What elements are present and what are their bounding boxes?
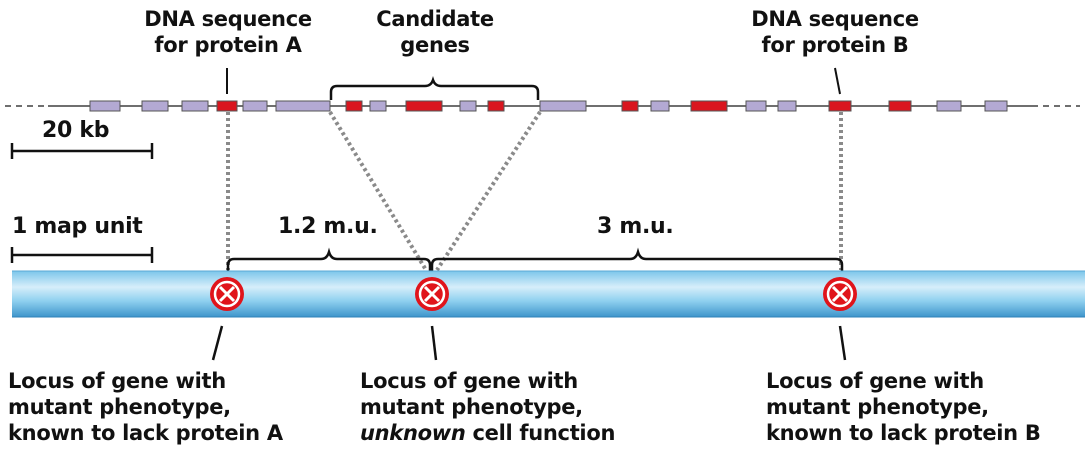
gene-lavender bbox=[539, 100, 587, 112]
gene-red bbox=[888, 100, 912, 112]
protein-b-pointer bbox=[834, 67, 841, 95]
distance-right-label: 3 m.u. bbox=[597, 214, 674, 239]
gene-lavender bbox=[650, 100, 670, 112]
gene-candidate-lavender bbox=[369, 100, 387, 112]
locus-a-label: Locus of gene with mutant phenotype, kno… bbox=[8, 369, 283, 445]
gene-lavender bbox=[275, 100, 331, 112]
gene-red bbox=[621, 100, 639, 112]
distance-left-label: 1.2 m.u. bbox=[278, 214, 378, 239]
gene-lavender bbox=[141, 100, 169, 112]
candidate-genes-brace bbox=[329, 76, 540, 100]
locus-a-pointer bbox=[211, 325, 224, 361]
gene-protein-b bbox=[828, 100, 852, 112]
map-unit-scale-bar bbox=[10, 247, 154, 263]
candidate-genes-label: Candidate genes bbox=[376, 7, 494, 57]
gene-candidate-red bbox=[345, 100, 363, 112]
dotted-mapping-lines bbox=[226, 110, 843, 272]
locus-unknown-label: Locus of gene with mutant phenotype, unk… bbox=[360, 369, 616, 445]
protein-b-sequence-label: DNA sequence for protein B bbox=[751, 7, 919, 57]
gene-lavender bbox=[777, 100, 797, 112]
locus-marker-b bbox=[823, 277, 857, 311]
distance-brace-left bbox=[226, 247, 432, 272]
gene-blocks bbox=[89, 100, 1008, 112]
unknown-emphasis: unknown bbox=[360, 421, 466, 445]
gene-candidate-red bbox=[405, 100, 443, 112]
gene-lavender bbox=[181, 100, 209, 112]
gene-candidate-red bbox=[487, 100, 505, 112]
gene-candidate-lavender bbox=[459, 100, 477, 112]
gene-lavender bbox=[984, 100, 1008, 112]
locus-marker-unknown bbox=[415, 277, 449, 311]
gene-lavender bbox=[745, 100, 767, 112]
gene-lavender bbox=[89, 100, 121, 112]
locus-marker-a bbox=[210, 277, 244, 311]
kb-scale-label: 20 kb bbox=[42, 118, 110, 143]
gene-red bbox=[690, 100, 728, 112]
gene-protein-a bbox=[216, 100, 238, 112]
distance-brace-right bbox=[430, 247, 844, 272]
gene-lavender bbox=[242, 100, 268, 112]
locus-b-pointer bbox=[838, 325, 847, 361]
locus-b-label: Locus of gene with mutant phenotype, kno… bbox=[766, 369, 1041, 445]
chromosome-bar bbox=[12, 271, 1085, 317]
protein-a-sequence-label: DNA sequence for protein A bbox=[144, 7, 312, 57]
gene-lavender bbox=[936, 100, 962, 112]
locus-unknown-pointer bbox=[430, 325, 438, 361]
kb-scale-bar bbox=[10, 143, 154, 159]
map-unit-scale-label: 1 map unit bbox=[12, 214, 143, 239]
